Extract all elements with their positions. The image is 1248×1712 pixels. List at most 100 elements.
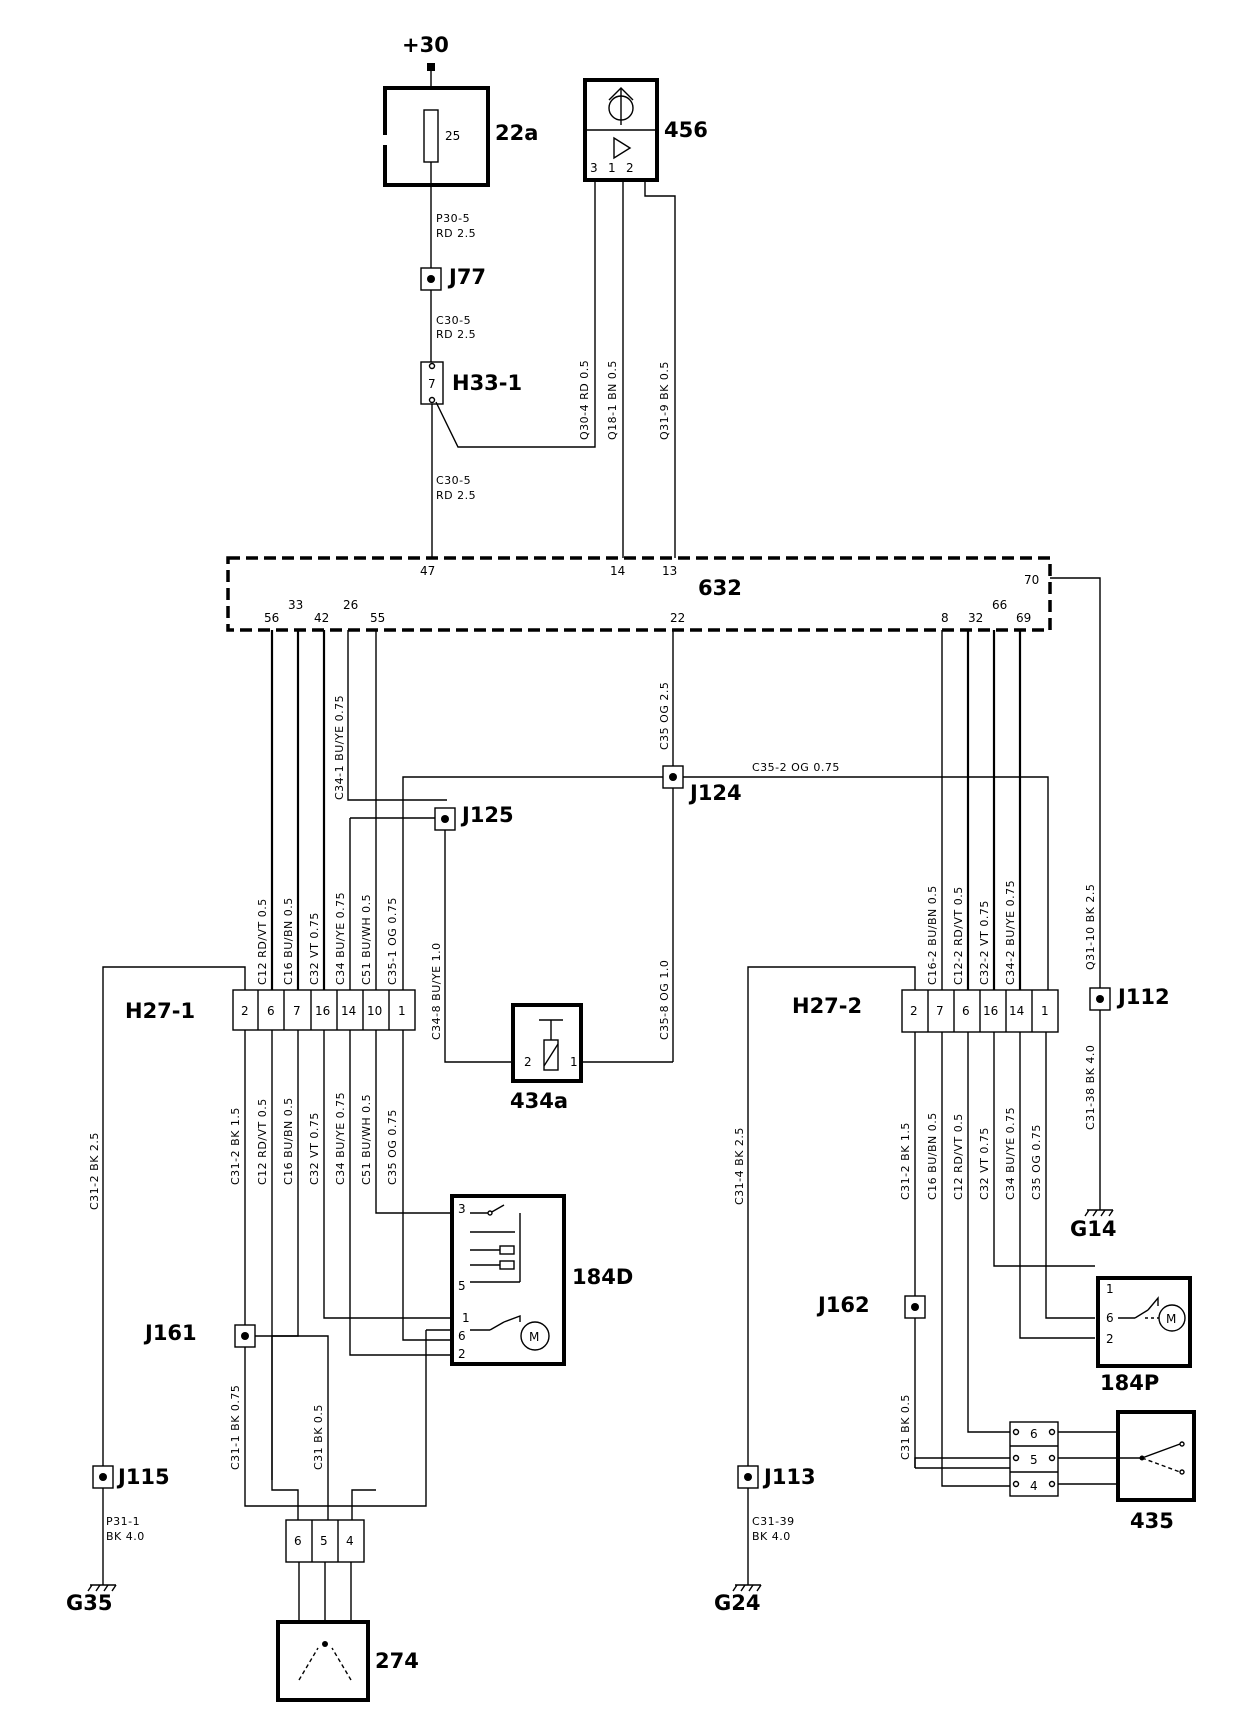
junction-label: J161: [143, 1321, 197, 1345]
wire-label: P31-1: [106, 1515, 140, 1528]
pin-label: 70: [1024, 573, 1039, 587]
pin-label: 5: [1030, 1453, 1038, 1467]
pin-label: 66: [992, 598, 1007, 612]
pin-label: 4: [346, 1534, 354, 1548]
wire-label: C32 VT 0.75: [978, 1127, 991, 1200]
switch-456: 3 1 2 456: [583, 78, 708, 182]
pin-label: 1: [570, 1055, 578, 1069]
connector-435: 6 5 4: [1009, 1421, 1059, 1497]
wire-label: P30-5: [436, 212, 470, 225]
pin-label: 2: [1106, 1332, 1114, 1346]
wire-label: C35 OG 0.75: [1030, 1124, 1043, 1200]
wire-label: BK 4.0: [106, 1530, 145, 1543]
pin-label: 69: [1016, 611, 1031, 625]
component-label: 435: [1130, 1509, 1174, 1533]
component-label: 184P: [1100, 1371, 1159, 1395]
pin-label: 47: [420, 564, 435, 578]
wire-label: C12-2 RD/VT 0.5: [952, 886, 965, 985]
junction-j162: J162: [816, 1293, 926, 1319]
module-label: 632: [698, 576, 742, 600]
ground-label: G35: [66, 1591, 112, 1615]
mirror-184p: 1 6 2 M 184P: [1096, 1276, 1192, 1395]
module-632: 632 47 14 13 70 56 33 42 26 55 22 8 32 6…: [226, 556, 1052, 632]
wire-label: C34-8 BU/YE 1.0: [430, 942, 443, 1040]
wire-label: Q31-9 BK 0.5: [658, 361, 671, 440]
wire-label: RD 2.5: [436, 328, 476, 341]
junction-j161: J161: [143, 1321, 256, 1348]
connector-h27-1: H27-1 2 6 7 16 14 10 1: [125, 989, 416, 1031]
pin-label: 2: [241, 1004, 249, 1018]
wire-label: C31-2 BK 2.5: [88, 1132, 101, 1210]
ground-g14-icon: [1084, 1209, 1114, 1217]
pin-label: 14: [610, 564, 625, 578]
motor-label: M: [1166, 1312, 1176, 1326]
wire-label: C31 BK 0.5: [899, 1394, 912, 1460]
pin-label: 3: [590, 161, 598, 175]
pin-label: 16: [983, 1004, 998, 1018]
wire-label: RD 2.5: [436, 227, 476, 240]
junction-j115: J115: [92, 1465, 170, 1489]
pin-label: 2: [458, 1347, 466, 1361]
supply-label: +30: [402, 33, 449, 57]
junction-label: J162: [816, 1293, 870, 1317]
ground-g35-icon: [87, 1584, 117, 1592]
junction-label: J77: [447, 265, 486, 289]
wire-label: C51 BU/WH 0.5: [360, 1094, 373, 1185]
pin-label: 22: [670, 611, 685, 625]
wire-label: C34 BU/YE 0.75: [334, 1092, 347, 1185]
wire-label: C34-2 BU/YE 0.75: [1004, 880, 1017, 985]
pin-label: 6: [458, 1329, 466, 1343]
pin-label: 42: [314, 611, 329, 625]
wire-label: C31-2 BK 1.5: [229, 1107, 242, 1185]
connector-274: 6 5 4: [285, 1519, 365, 1563]
wire-label: C31-4 BK 2.5: [733, 1127, 746, 1205]
pin-label: 7: [293, 1004, 301, 1018]
pin-label: 5: [458, 1279, 466, 1293]
wire-label: C16 BU/BN 0.5: [282, 897, 295, 985]
junction-j77: J77: [420, 265, 486, 291]
wire-label: C34 BU/YE 0.75: [1004, 1107, 1017, 1200]
junction-j113: J113: [737, 1465, 816, 1489]
wire-label: RD 2.5: [436, 489, 476, 502]
wire-label: C31-39: [752, 1515, 795, 1528]
wire-label: C35 OG 2.5: [658, 682, 671, 750]
wire-label: C16 BU/BN 0.5: [282, 1097, 295, 1185]
ground-label: G14: [1070, 1217, 1116, 1241]
component-label: 456: [664, 118, 708, 142]
fuse-rating: 25: [445, 129, 460, 143]
fuse-22a: 25 22a: [383, 86, 538, 187]
connector-label: H27-2: [792, 994, 862, 1018]
pin-label: 2: [626, 161, 634, 175]
pin-label: 33: [288, 598, 303, 612]
pin-label: 32: [968, 611, 983, 625]
component-label: 274: [375, 1649, 419, 1673]
pin-label: 1: [1041, 1004, 1049, 1018]
pin-label: 56: [264, 611, 279, 625]
pin-label: 8: [941, 611, 949, 625]
junction-label: J124: [688, 781, 742, 805]
wire-label: C35 OG 0.75: [386, 1109, 399, 1185]
motor-label: M: [529, 1330, 539, 1344]
junction-label: J115: [116, 1465, 170, 1489]
junction-j125: J125: [434, 803, 514, 831]
junction-j112: J112: [1089, 985, 1170, 1011]
switch-435: 435: [1116, 1410, 1196, 1533]
pin-label: 3: [458, 1202, 466, 1216]
pin-label: 1: [608, 161, 616, 175]
wire-label: C34 BU/YE 0.75: [334, 892, 347, 985]
supply-terminal: [427, 63, 435, 71]
wire-label: C16-2 BU/BN 0.5: [926, 885, 939, 985]
wire-label: C51 BU/WH 0.5: [360, 894, 373, 985]
wire-label: C31 BK 0.5: [312, 1404, 325, 1470]
pin-label: 7: [428, 377, 436, 391]
pin-label: 6: [294, 1534, 302, 1548]
pin-label: 16: [315, 1004, 330, 1018]
junction-label: J113: [762, 1465, 816, 1489]
pin-label: 6: [962, 1004, 970, 1018]
wire-label: C32 VT 0.75: [308, 912, 321, 985]
wire-label: BK 4.0: [752, 1530, 791, 1543]
wire-label: C32 VT 0.75: [308, 1112, 321, 1185]
wire-label: Q30-4 RD 0.5: [578, 360, 591, 440]
wire-label: C16 BU/BN 0.5: [926, 1112, 939, 1200]
